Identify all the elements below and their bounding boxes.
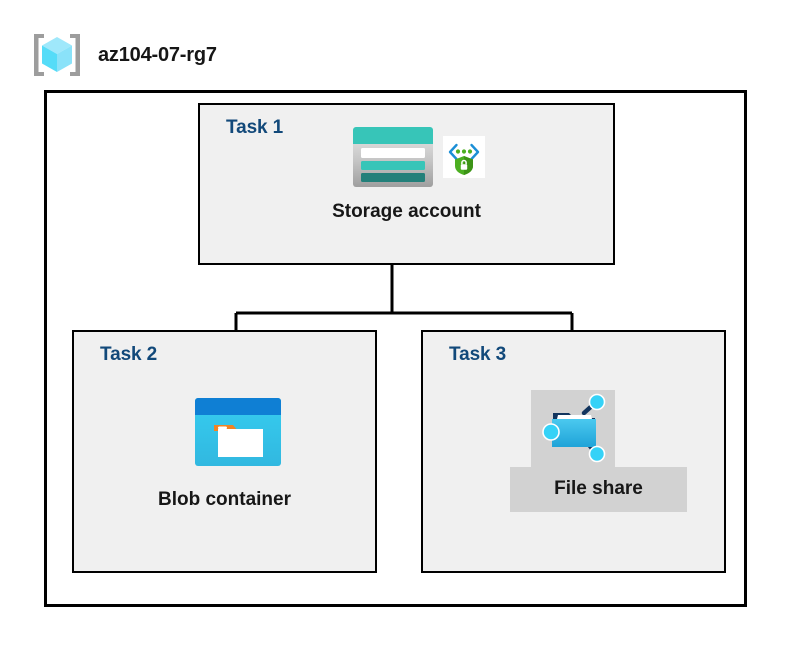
file-share-label-selection-highlight	[510, 467, 687, 512]
task-1-label: Task 1	[226, 117, 284, 138]
blob-container-icon[interactable]	[193, 396, 283, 468]
task-2-label: Task 2	[100, 344, 158, 365]
task-3-label: Task 3	[449, 344, 507, 365]
storage-account-node-label: Storage account	[332, 201, 481, 222]
task-2-box[interactable]: Task 2	[72, 330, 377, 573]
resource-group-cube-icon	[30, 28, 84, 82]
storage-account-icon[interactable]	[352, 126, 434, 188]
storage-account-icon-group	[352, 126, 485, 188]
private-endpoint-shield-icon[interactable]	[443, 136, 485, 178]
resource-group-header: az104-07-rg7	[30, 28, 217, 82]
file-share-node-label: File share	[554, 478, 643, 499]
resource-group-title: az104-07-rg7	[98, 43, 217, 66]
blob-container-node-label: Blob container	[157, 489, 291, 510]
file-share-icon[interactable]	[536, 391, 612, 467]
